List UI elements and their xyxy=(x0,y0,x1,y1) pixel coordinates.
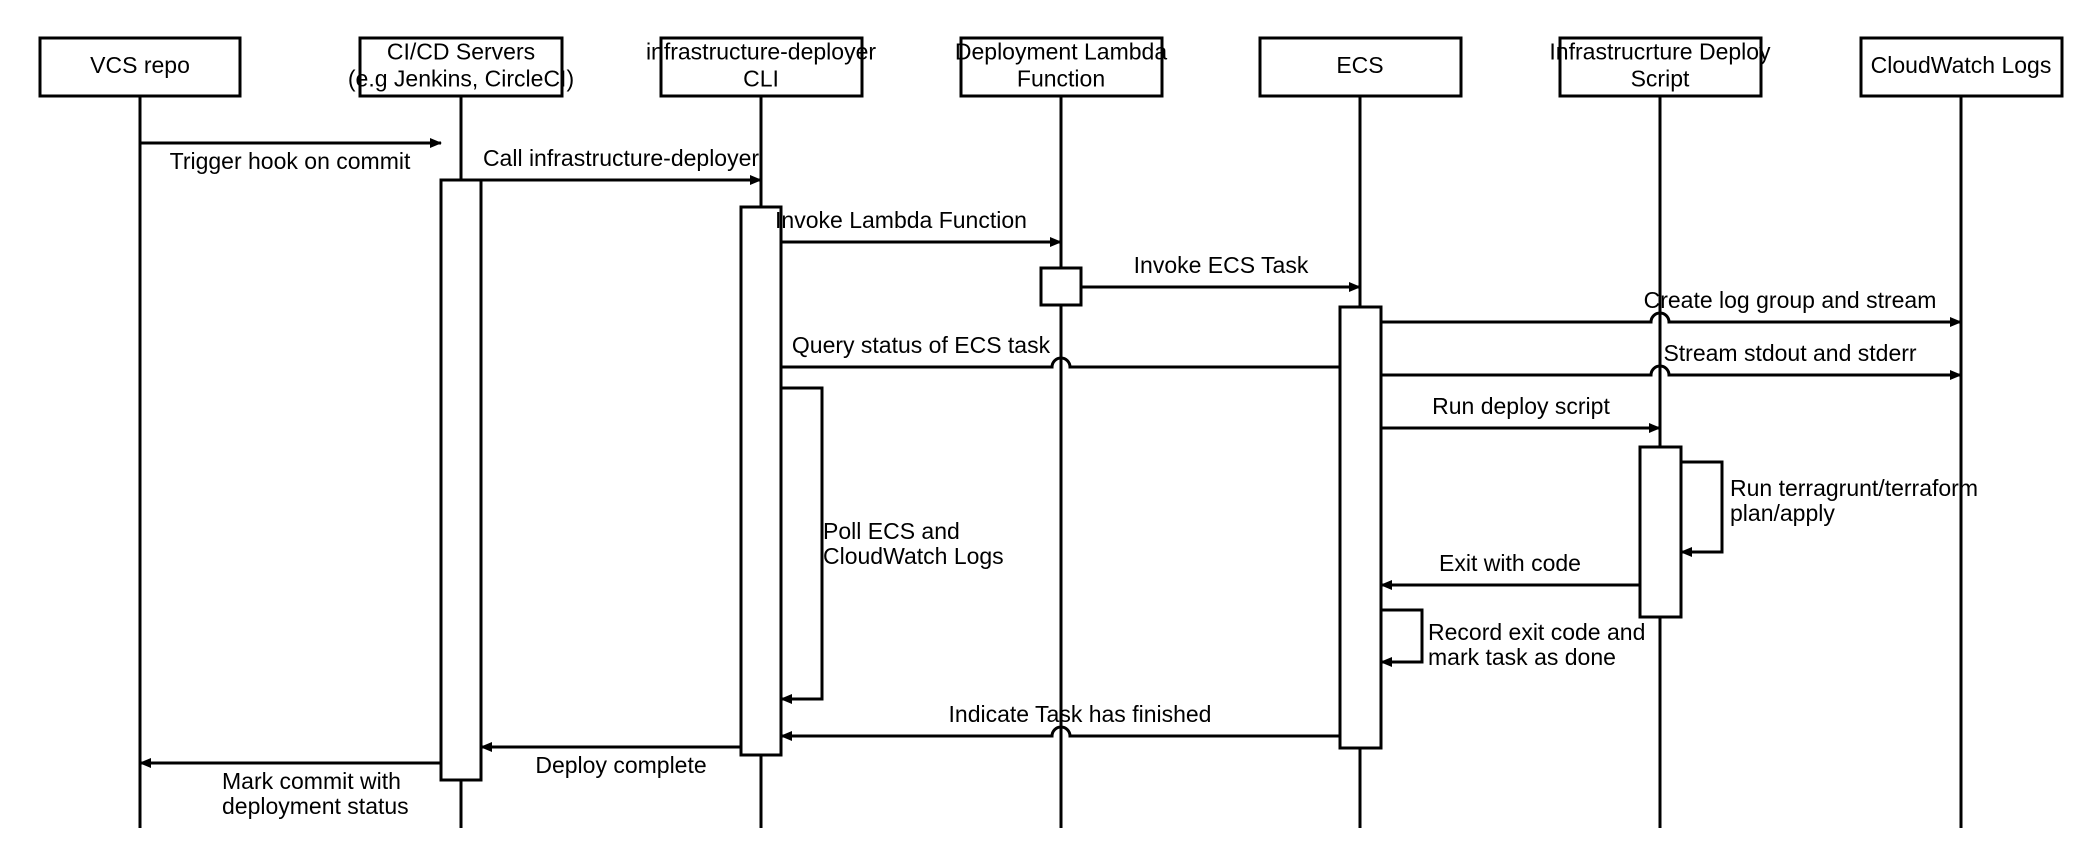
message-arrow-m7 xyxy=(1381,364,1962,380)
self-message-label-s2: Run terragrunt/terraform xyxy=(1730,475,1978,501)
activation-bar-lambda xyxy=(1039,266,1083,307)
participant-boxes-layer: VCS repo CI/CD Servers(e.g Jenkins, Circl… xyxy=(38,36,2064,98)
message-labels-layer: Trigger hook on commit Call infrastructur… xyxy=(170,145,1978,819)
participant-box-cwlogs xyxy=(1859,36,2064,98)
participant-label-cwlogs: CloudWatch Logs xyxy=(1871,52,2052,78)
self-message-label-s3: Record exit code and xyxy=(1428,619,1645,645)
participant-box-cli xyxy=(659,36,864,98)
self-message-label-s3: mark task as done xyxy=(1428,644,1616,670)
participant-label-cli: infrastructure-deployer xyxy=(646,39,876,65)
self-message-label-s1: Poll ECS and xyxy=(823,518,960,544)
participant-label-lambda: Function xyxy=(1017,66,1105,92)
message-arrow-m5 xyxy=(1381,311,1962,327)
participant-label-cicd: (e.g Jenkins, CircleCI) xyxy=(348,66,574,92)
participant-label-vcs: VCS repo xyxy=(90,52,190,78)
activation-bar-ecs xyxy=(1338,305,1383,750)
message-label-m3: Invoke Lambda Function xyxy=(775,207,1027,233)
participant-box-lambda xyxy=(959,36,1164,98)
participant-box-script xyxy=(1558,36,1763,98)
participant-box-cicd xyxy=(358,36,564,98)
self-message-label-s1: CloudWatch Logs xyxy=(823,543,1004,569)
message-label-m12: Mark commit with xyxy=(222,768,401,794)
participant-box-vcs xyxy=(38,36,242,98)
message-label-m11: Deploy complete xyxy=(535,752,706,778)
message-label-m6: Query status of ECS task xyxy=(792,332,1051,358)
message-label-m2: Call infrastructure-deployer xyxy=(483,145,759,171)
participant-vcs[interactable]: VCS repo xyxy=(38,36,242,98)
participant-label-script: Script xyxy=(1631,66,1690,92)
participant-box-ecs xyxy=(1258,36,1463,98)
message-arrow-m6 xyxy=(781,356,1361,372)
participant-label-cli: CLI xyxy=(743,66,779,92)
participant-label-cicd: CI/CD Servers xyxy=(387,39,535,65)
self-message-arrow-s1 xyxy=(780,386,824,704)
messages-layer xyxy=(139,138,1962,768)
participant-cicd[interactable]: CI/CD Servers(e.g Jenkins, CircleCI) xyxy=(348,36,574,98)
participant-cwlogs[interactable]: CloudWatch Logs xyxy=(1859,36,2064,98)
self-message-label-s2: plan/apply xyxy=(1730,500,1835,526)
participant-label-ecs: ECS xyxy=(1336,52,1383,78)
message-label-m4: Invoke ECS Task xyxy=(1134,252,1309,278)
message-label-m7: Stream stdout and stderr xyxy=(1663,340,1916,366)
message-label-m9: Exit with code xyxy=(1439,550,1581,576)
participant-ecs[interactable]: ECS xyxy=(1258,36,1463,98)
message-label-m10: Indicate Task has finished xyxy=(949,701,1212,727)
message-label-m12: deployment status xyxy=(222,793,409,819)
participant-label-script: Infrastrucrture Deploy xyxy=(1549,39,1771,65)
activation-bar-cicd xyxy=(439,178,483,782)
activations-layer xyxy=(439,178,1683,782)
activation-bar-script xyxy=(1638,445,1683,619)
participant-label-lambda: Deployment Lambda xyxy=(955,39,1167,65)
message-label-m1: Trigger hook on commit xyxy=(170,148,411,174)
message-arrow-m10 xyxy=(780,725,1340,741)
self-message-arrow-s2 xyxy=(1680,460,1724,557)
message-label-m8: Run deploy script xyxy=(1432,393,1610,419)
activation-bar-cli xyxy=(739,205,783,757)
self-message-arrow-s3 xyxy=(1380,608,1424,667)
message-label-m5: Create log group and stream xyxy=(1644,287,1937,313)
